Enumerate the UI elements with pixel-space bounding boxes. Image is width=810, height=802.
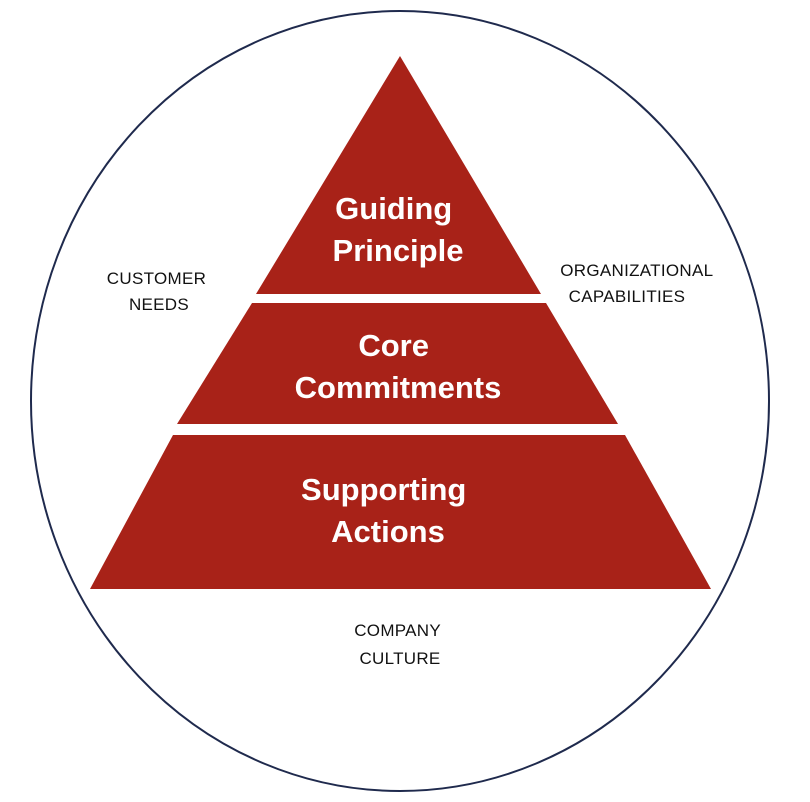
context-label-line: CULTURE (359, 649, 440, 668)
context-label-customer-needs: CUSTOMER NEEDS (107, 269, 211, 314)
tier-label-guiding-principle: Guiding Principle (333, 191, 464, 268)
tier-label-line: Principle (333, 233, 464, 268)
pyramid-tier-top (256, 56, 541, 294)
context-label-line: ORGANIZATIONAL (560, 261, 713, 280)
pyramid-tier-middle (177, 303, 618, 424)
context-label-line: CUSTOMER (107, 269, 206, 288)
context-label-line: NEEDS (129, 295, 189, 314)
tier-label-line: Guiding (335, 191, 452, 226)
context-label-organizational-capabilities: ORGANIZATIONAL CAPABILITIES (560, 261, 718, 306)
tier-label-line: Actions (331, 514, 445, 549)
context-label-line: COMPANY (354, 621, 441, 640)
tier-label-line: Supporting (301, 472, 466, 507)
tier-label-supporting-actions: Supporting Actions (301, 472, 475, 549)
context-label-line: CAPABILITIES (569, 287, 686, 306)
tier-label-line: Core (358, 328, 429, 363)
pyramid-tier-bottom (90, 435, 711, 589)
context-label-company-culture: COMPANY CULTURE (354, 621, 446, 668)
tier-label-core-commitments: Core Commitments (295, 328, 502, 405)
tier-label-line: Commitments (295, 370, 502, 405)
